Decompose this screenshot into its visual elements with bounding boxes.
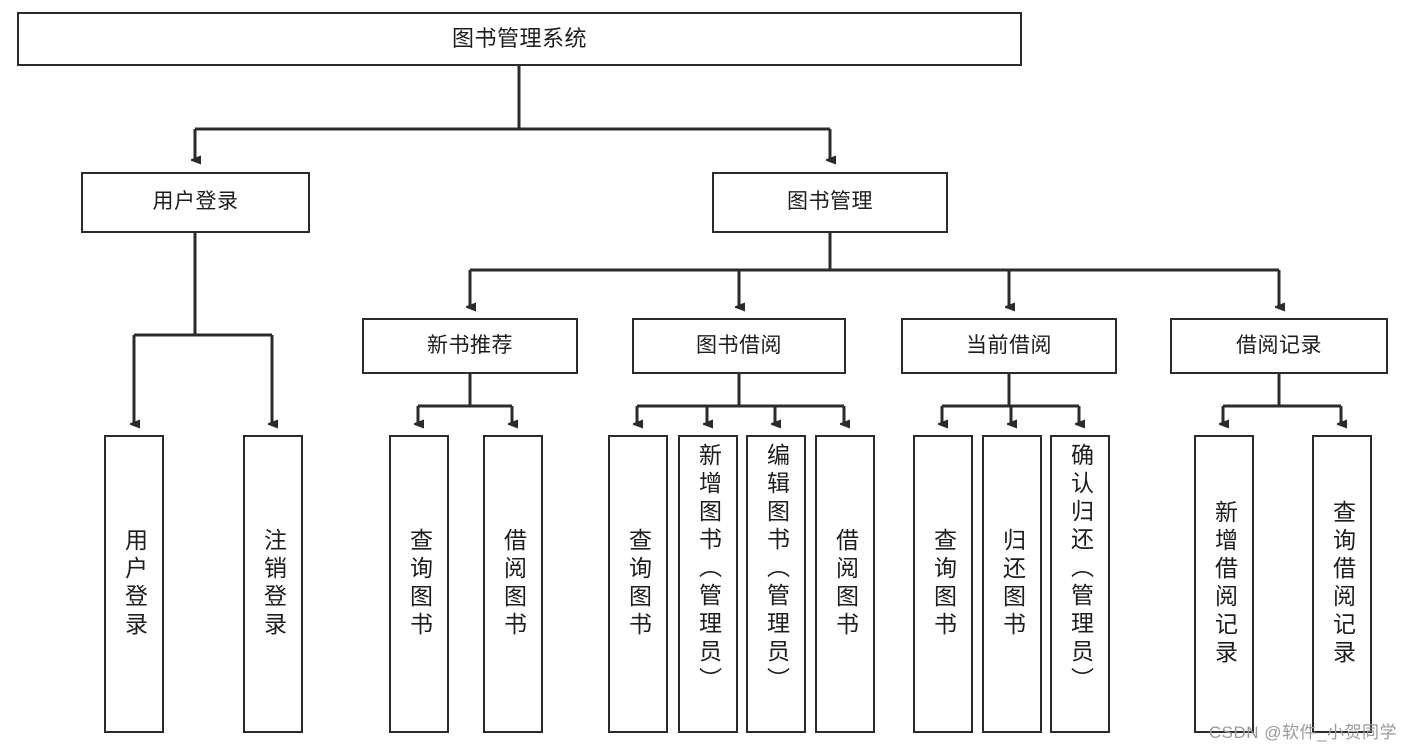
node-label: 用户登录 bbox=[152, 190, 239, 214]
leaf-newbook-borrow-book[interactable]: 借阅图书 bbox=[483, 435, 543, 733]
edges-records-to-leaves bbox=[1223, 374, 1341, 424]
node-label: 图书管理 bbox=[787, 190, 873, 214]
node-label: 借阅记录 bbox=[1236, 333, 1322, 357]
leaf-user-login-login[interactable]: 用户登录 bbox=[104, 435, 164, 733]
node-label: 图书管理系统 bbox=[451, 26, 587, 52]
node-label: 借阅图书 bbox=[500, 528, 527, 640]
edges-current-to-leaves bbox=[942, 374, 1079, 424]
node-label: 当前借阅 bbox=[966, 333, 1052, 357]
node-label: 确认归还（管理员） bbox=[1067, 443, 1094, 695]
node-user-login[interactable]: 用户登录 bbox=[81, 172, 310, 233]
watermark: CSDN @软件_小贺同学 bbox=[1208, 723, 1397, 742]
leaf-current-confirm-return-admin[interactable]: 确认归还（管理员） bbox=[1050, 435, 1110, 733]
edges-bookmgmt-to-level3 bbox=[470, 233, 1279, 307]
node-label: 归还图书 bbox=[999, 528, 1026, 640]
leaf-borrow-borrow-book[interactable]: 借阅图书 bbox=[815, 435, 875, 733]
leaf-current-query-book[interactable]: 查询图书 bbox=[913, 435, 973, 733]
leaf-borrow-query-book[interactable]: 查询图书 bbox=[608, 435, 668, 733]
leaf-user-login-logout[interactable]: 注销登录 bbox=[243, 435, 303, 733]
leaf-records-query-record[interactable]: 查询借阅记录 bbox=[1312, 435, 1372, 733]
node-label: 图书借阅 bbox=[696, 333, 782, 357]
node-new-book-recommend[interactable]: 新书推荐 bbox=[362, 318, 578, 374]
node-root-system[interactable]: 图书管理系统 bbox=[17, 12, 1022, 66]
node-book-borrow[interactable]: 图书借阅 bbox=[632, 318, 846, 374]
leaf-records-add-record[interactable]: 新增借阅记录 bbox=[1194, 435, 1254, 733]
node-label: 查询图书 bbox=[406, 528, 433, 640]
leaf-current-return-book[interactable]: 归还图书 bbox=[982, 435, 1042, 733]
node-label: 新增图书（管理员） bbox=[695, 443, 722, 695]
leaf-borrow-edit-book-admin[interactable]: 编辑图书（管理员） bbox=[746, 435, 806, 733]
node-label: 查询图书 bbox=[930, 528, 957, 640]
node-label: 查询图书 bbox=[625, 528, 652, 640]
node-label: 用户登录 bbox=[121, 528, 148, 640]
leaf-borrow-add-book-admin[interactable]: 新增图书（管理员） bbox=[678, 435, 738, 733]
node-label: 新书推荐 bbox=[427, 333, 513, 357]
node-label: 编辑图书（管理员） bbox=[763, 443, 790, 695]
node-label: 借阅图书 bbox=[832, 528, 859, 640]
node-label: 新增借阅记录 bbox=[1211, 500, 1238, 668]
edges-newbook-to-leaves bbox=[418, 374, 512, 424]
node-borrow-records[interactable]: 借阅记录 bbox=[1170, 318, 1388, 374]
node-current-borrow[interactable]: 当前借阅 bbox=[901, 318, 1117, 374]
node-label: 查询借阅记录 bbox=[1329, 500, 1356, 668]
node-label: 注销登录 bbox=[260, 528, 287, 640]
edges-borrow-to-leaves bbox=[637, 374, 844, 424]
node-book-management[interactable]: 图书管理 bbox=[712, 172, 948, 233]
edges-root-to-level2 bbox=[195, 66, 830, 160]
edges-userlogin-to-leaves bbox=[134, 233, 272, 424]
leaf-newbook-query-book[interactable]: 查询图书 bbox=[389, 435, 449, 733]
